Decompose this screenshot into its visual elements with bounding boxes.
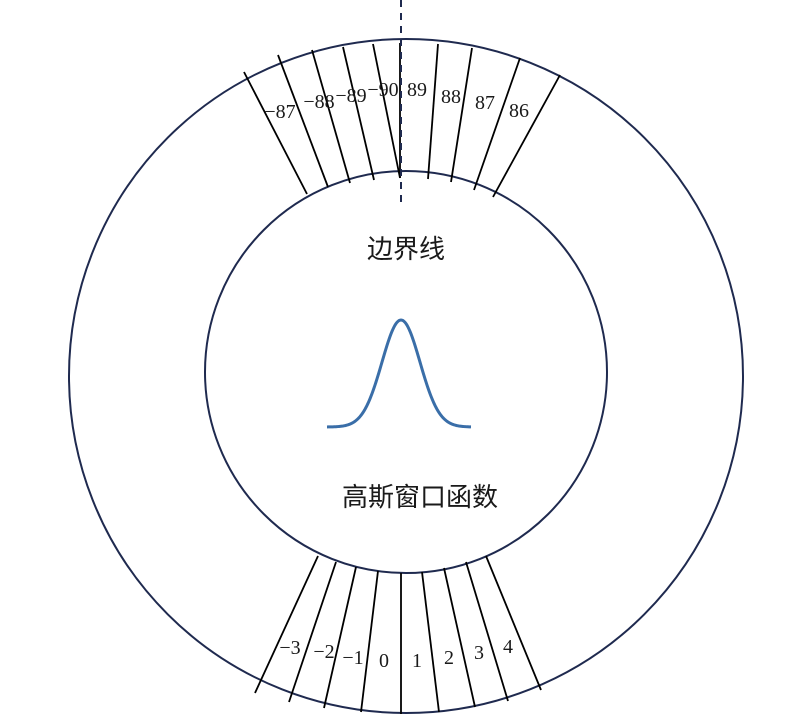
bottom-spoke-6 — [443, 567, 476, 708]
top-spoke-3 — [342, 46, 375, 181]
bottom-spoke-3 — [360, 570, 379, 713]
bottom-spoke-1 — [288, 561, 337, 703]
bottom-bin-label: −1 — [342, 647, 363, 669]
outer-circle — [68, 38, 744, 714]
top-spoke-6 — [427, 43, 439, 180]
bottom-bin-label: 1 — [412, 650, 422, 672]
bottom-bin-label: 2 — [444, 647, 454, 669]
bottom-bin-label: 3 — [474, 642, 484, 664]
boundary-line-label: 边界线 — [367, 235, 445, 265]
top-bin-label: −88 — [303, 91, 334, 113]
top-sector: −87 −88−89−90 89 88 87 86 — [243, 43, 561, 198]
bottom-bin-label: 0 — [379, 650, 389, 672]
inner-circle — [204, 170, 608, 574]
top-spoke-7 — [450, 47, 473, 183]
gaussian-curve-icon — [326, 318, 472, 429]
bottom-spoke-0 — [254, 555, 319, 694]
bottom-spoke-7 — [465, 561, 509, 702]
bottom-bin-label: 4 — [503, 636, 513, 658]
top-bin-label: −90 — [367, 79, 398, 101]
bottom-spoke-8 — [485, 555, 542, 691]
top-spoke-9 — [492, 74, 561, 198]
top-bin-label: 89 — [407, 79, 427, 101]
top-bin-label: −87 — [264, 101, 295, 123]
bottom-bin-label: −2 — [313, 641, 334, 663]
top-spoke-2 — [311, 49, 351, 184]
top-spoke-4 — [372, 43, 401, 179]
top-bin-label: 86 — [509, 100, 529, 122]
top-bin-label: 88 — [441, 86, 461, 108]
top-spoke-0 — [243, 71, 308, 195]
bottom-bin-label: −3 — [279, 637, 300, 659]
top-spoke-1 — [277, 54, 329, 188]
top-bin-label: 87 — [475, 92, 495, 114]
gaussian-window-label: 高斯窗口函数 — [342, 483, 498, 513]
bottom-spoke-2 — [323, 566, 357, 709]
bottom-spoke-5 — [421, 571, 440, 713]
top-bin-label: −89 — [335, 85, 366, 107]
top-spoke-8 — [473, 57, 521, 191]
